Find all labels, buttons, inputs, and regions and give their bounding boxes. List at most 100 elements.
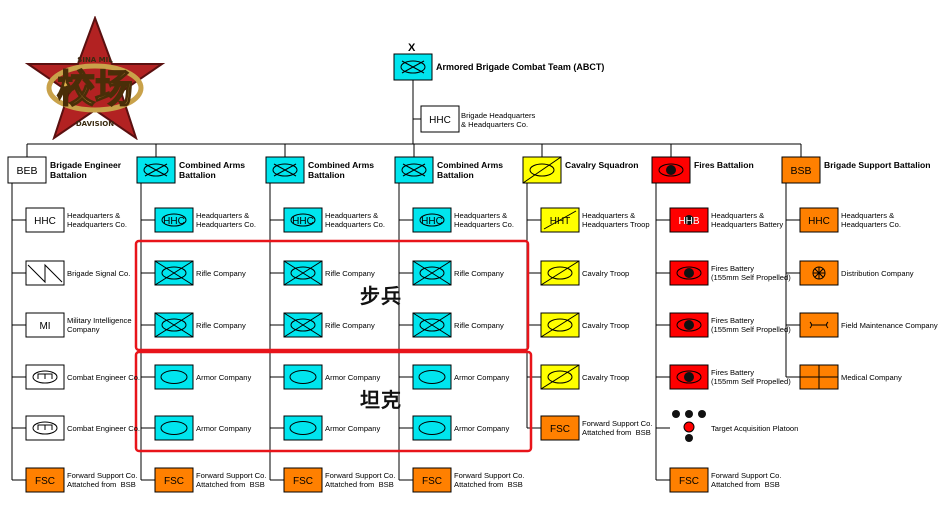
battalion-code: BSB — [790, 165, 811, 177]
symbol-frame — [154, 207, 194, 233]
brigade-echelon-mark: X — [408, 42, 416, 54]
unit-symbol-fires-3 — [669, 364, 709, 390]
unit-symbol-cav-3 — [540, 364, 580, 390]
battalion-title-bsb: Brigade Support Battalion — [824, 160, 931, 170]
symbol-cavalry-slash — [543, 210, 577, 230]
unit-label-bsb-3: Medical Company — [841, 373, 902, 382]
symbol-frame — [540, 415, 580, 441]
unit-symbol-cab3-0: HHC — [412, 207, 452, 233]
symbol-armor-oval — [676, 318, 702, 332]
logo-glyphs: 校场 — [57, 67, 133, 111]
symbol-fires-dot — [666, 165, 676, 175]
symbol-code: FSC — [550, 424, 570, 435]
battalion-title-beb: Brigade Engineer Battalion — [50, 160, 122, 180]
armor-highlight-label: 坦克 — [360, 388, 402, 412]
symbol-cross-b — [154, 260, 194, 286]
unit-symbol-cab2-1 — [283, 260, 323, 286]
unit-symbol-beb-5: FSC — [25, 467, 65, 493]
symbol-armor-oval — [161, 213, 187, 227]
target-dot-mid — [685, 410, 693, 418]
unit-label-beb-0: Headquarters & Headquarters Co. — [67, 211, 127, 229]
symbol-code: HHC — [163, 216, 185, 227]
unit-symbol-beb-0: HHC — [25, 207, 65, 233]
unit-symbol-cab2-3 — [283, 364, 323, 390]
unit-symbol-cab3-2 — [412, 312, 452, 338]
unit-symbol-fires-0: HHB — [669, 207, 709, 233]
unit-label-cab1-1: Rifle Company — [196, 269, 246, 278]
unit-label-cab1-5: Forward Support Co. Attatched from BSB — [196, 471, 267, 489]
battalion-title-cab3: Combined Arms Battalion — [437, 160, 504, 180]
unit-symbol-beb-2: MI — [25, 312, 65, 338]
symbol-cavalry-slash — [540, 364, 580, 390]
unit-symbol-cab2-2 — [283, 312, 323, 338]
unit-label-cav-3: Cavalry Troop — [582, 373, 630, 382]
logo-ring — [46, 63, 144, 113]
unit-label-cab1-4: Armor Company — [196, 424, 252, 433]
unit-label-beb-4: Combat Engineer Co. — [67, 424, 141, 433]
symbol-cavalry-slash — [540, 260, 580, 286]
site-logo: SINA MIL 校场 DAVISION — [24, 16, 166, 140]
unit-symbol-fires-1 — [669, 260, 709, 286]
symbol-signal-bolt — [27, 263, 63, 284]
symbol-frame — [412, 467, 452, 493]
unit-label-cab1-3: Armor Company — [196, 373, 252, 382]
unit-label-cab2-3: Armor Company — [325, 373, 381, 382]
unit-symbol-fires-2 — [669, 312, 709, 338]
unit-label-cab3-5: Forward Support Co. Attatched from BSB — [454, 471, 525, 489]
logo-banner-top: SINA MIL — [77, 56, 113, 64]
symbol-frame — [799, 207, 839, 233]
battalion-header-cab1 — [136, 156, 176, 184]
unit-symbol-cav-2 — [540, 312, 580, 338]
unit-symbol-fires-5: FSC — [669, 467, 709, 493]
symbol-distribution-spoke — [814, 268, 824, 278]
unit-symbol-beb-1 — [25, 260, 65, 286]
battalion-header-fires — [651, 156, 691, 184]
symbol-armor-oval — [143, 163, 169, 177]
unit-label-beb-3: Combat Engineer Co. — [67, 373, 141, 382]
symbol-frame — [412, 207, 452, 233]
battalion-title-fires: Fires Battalion — [694, 160, 754, 170]
symbol-armor-oval — [547, 370, 573, 384]
symbol-cross-b — [273, 163, 297, 177]
symbol-armor-oval — [547, 318, 573, 332]
unit-symbol-cab1-3 — [154, 364, 194, 390]
brigade-title: Armored Brigade Combat Team (ABCT) — [436, 62, 605, 72]
symbol-code: HHC — [292, 216, 314, 227]
symbol-code: HHC — [808, 216, 830, 227]
battalion-header-cab3 — [394, 156, 434, 184]
brigade-hq-frame — [420, 105, 460, 133]
symbol-armor-oval — [160, 421, 188, 435]
symbol-armor-oval — [419, 318, 445, 332]
symbol-armor-oval — [290, 266, 316, 280]
unit-label-fires-0: Headquarters & Headquarters Battery — [711, 211, 784, 229]
unit-symbol-bsb-1 — [799, 260, 839, 286]
symbol-armor-oval — [418, 370, 446, 384]
symbol-armor-oval — [401, 163, 427, 177]
unit-label-cab3-0: Headquarters & Headquarters Co. — [454, 211, 514, 229]
symbol-frame — [25, 312, 65, 338]
symbol-fires-dot — [684, 320, 694, 330]
unit-symbol-cab1-4 — [154, 415, 194, 441]
symbol-frame — [25, 207, 65, 233]
symbol-frame — [283, 207, 323, 233]
symbol-code: FSC — [422, 476, 442, 487]
unit-label-cab2-2: Rifle Company — [325, 321, 375, 330]
symbol-armor-oval — [418, 421, 446, 435]
symbol-maintenance-wrench — [809, 321, 829, 329]
battalion-header-beb: BEB — [7, 156, 47, 184]
brigade-hq-label: Brigade Headquarters & Headquarters Co. — [461, 111, 536, 129]
symbol-armor-oval — [289, 421, 317, 435]
unit-label-cab3-3: Armor Company — [454, 373, 510, 382]
unit-label-beb-1: Brigade Signal Co. — [67, 269, 131, 278]
unit-label-cab3-2: Rifle Company — [454, 321, 504, 330]
unit-symbol-cav-0: HHT — [540, 207, 580, 233]
symbol-code: FSC — [293, 476, 313, 487]
symbol-code: FSC — [35, 476, 55, 487]
target-sensor-icon — [683, 421, 695, 433]
battalion-title-cab1: Combined Arms Battalion — [179, 160, 246, 180]
symbol-armor-oval — [290, 318, 316, 332]
symbol-armor-oval — [676, 266, 702, 280]
symbol-frame — [669, 364, 709, 390]
unit-symbol-cav-4: FSC — [540, 415, 580, 441]
unit-symbol-cab3-3 — [412, 364, 452, 390]
